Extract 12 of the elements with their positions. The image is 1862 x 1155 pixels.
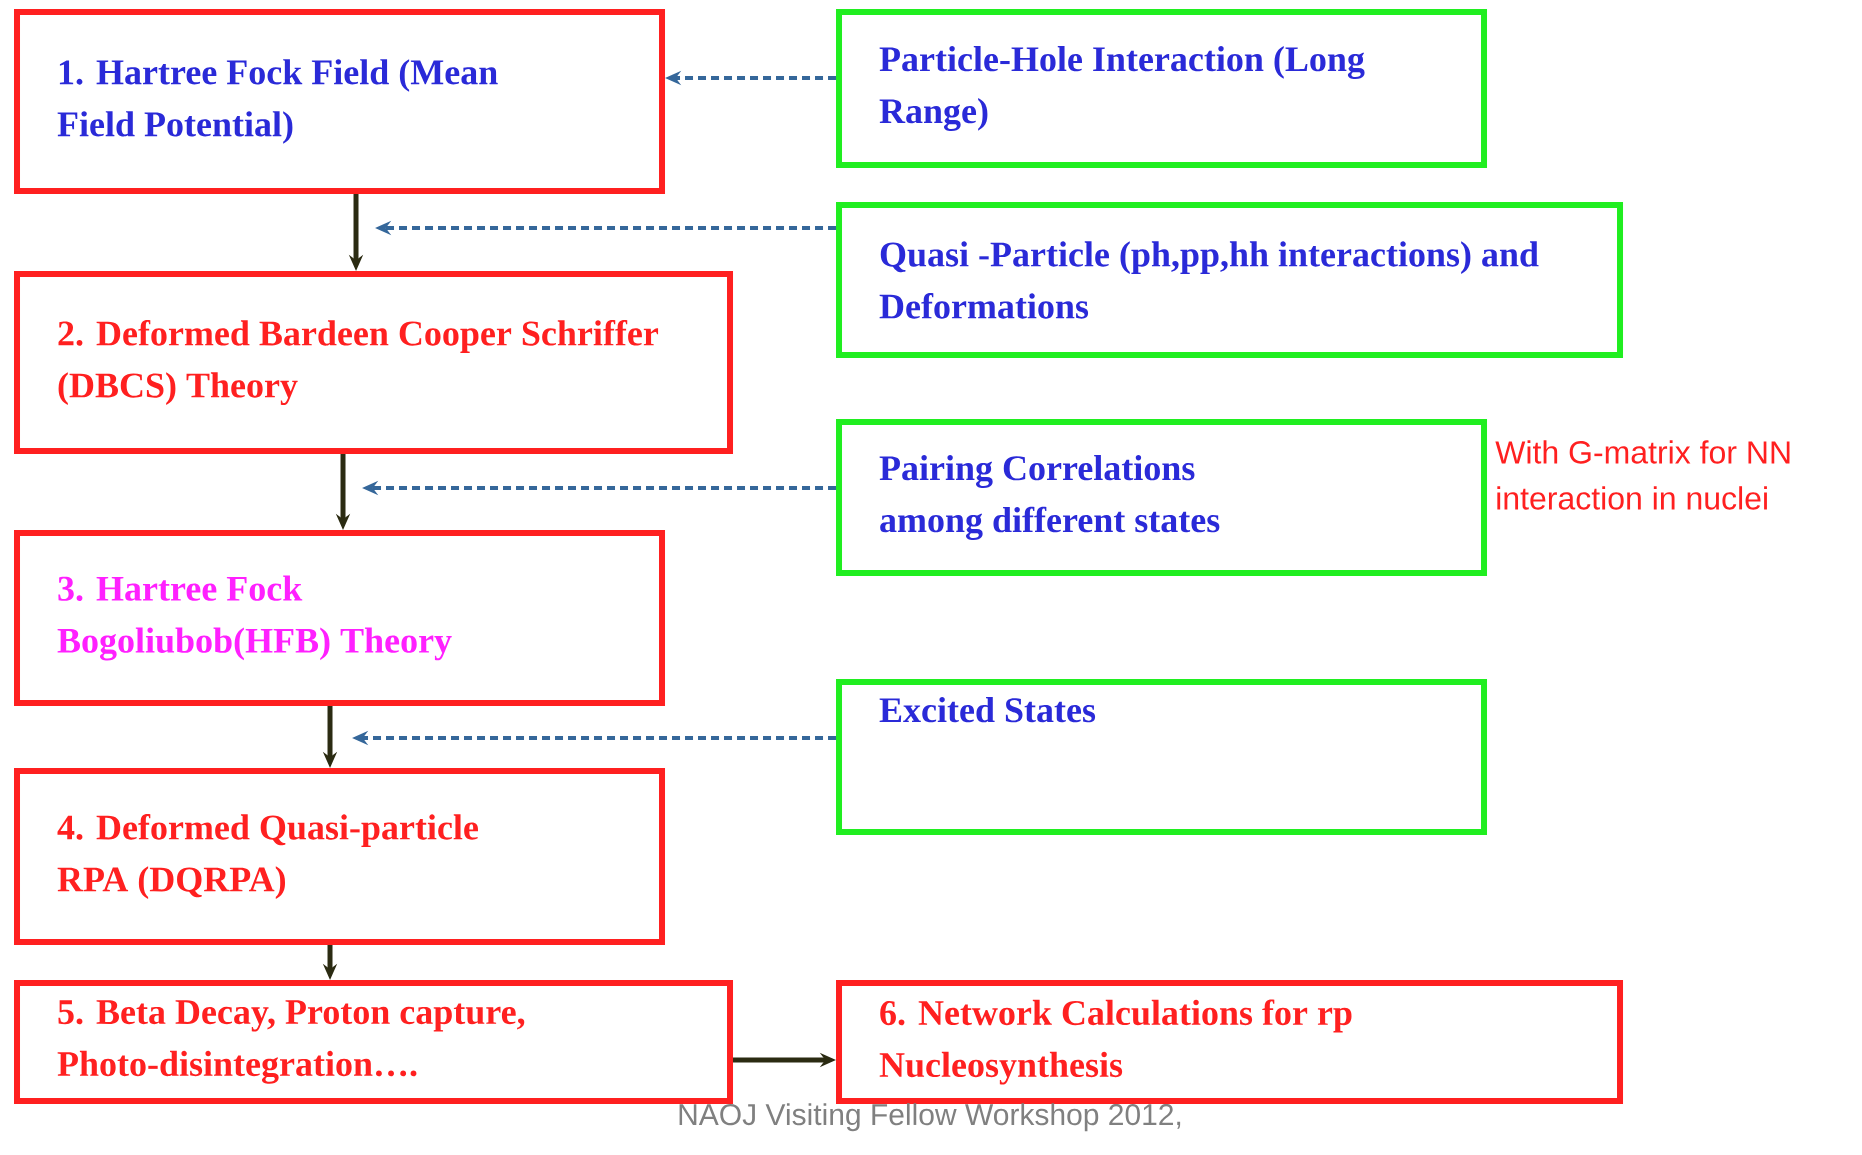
annotation-text: With G-matrix for NN interaction in nuclei xyxy=(1495,440,1790,510)
process-box: 6. Network Calculations for rp Nucleosynthesis xyxy=(836,980,1623,1104)
process-box: 1. Hartree Fock Field (Mean Field Potential) xyxy=(14,9,665,194)
footer-text: NAOJ Visiting Fellow Workshop 2012, xyxy=(679,1103,1181,1132)
process-box: 2. Deformed Bardeen Cooper Schriffer (DBCS) Theory xyxy=(14,271,733,454)
process-box: 4. Deformed Quasi-particle RPA (DQRPA) xyxy=(14,768,665,945)
note-box: Quasi -Particle (ph,pp,hh interactions) and Deformations xyxy=(836,202,1623,358)
process-box: 5. Beta Decay, Proton capture, Photo-disintegration…. xyxy=(14,980,733,1104)
note-box: Pairing Correlations among different states xyxy=(836,419,1487,576)
note-box: Particle-Hole Interaction (Long Range) xyxy=(836,9,1487,168)
note-box: Excited States xyxy=(836,679,1487,835)
process-box: 3. Hartree Fock Bogoliubob(HFB) Theory xyxy=(14,530,665,706)
